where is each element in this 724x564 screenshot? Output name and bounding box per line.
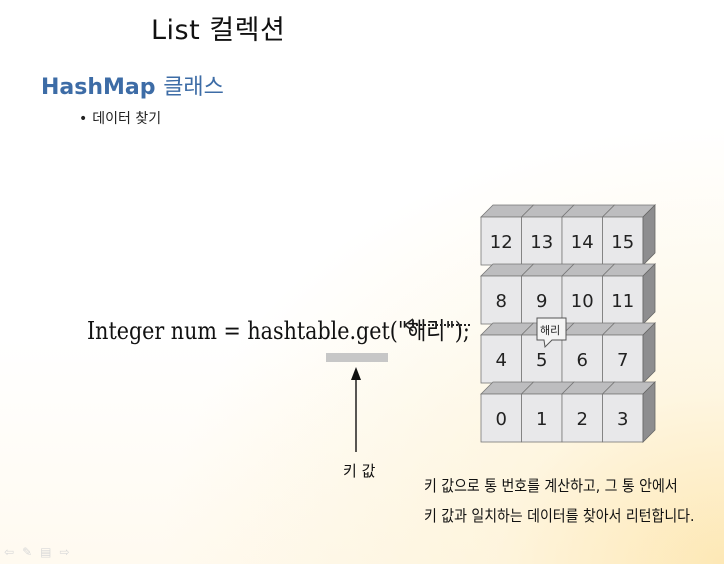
- bucket-number: 15: [611, 232, 634, 253]
- slides-icon[interactable]: ▤: [40, 545, 52, 559]
- bucket-cell: 8: [480, 263, 535, 325]
- bucket-number: 8: [496, 291, 507, 312]
- code-statement: Integer num = hashtable.get("해리");: [87, 317, 470, 345]
- bullet-dot-icon: •: [79, 111, 88, 127]
- bullet-text: 데이터 찾기: [92, 111, 162, 127]
- bullet-item: •데이터 찾기: [79, 108, 161, 128]
- bucket-cell: 7: [601, 322, 656, 384]
- bucket-cell: 11: [601, 263, 656, 325]
- bucket-cell: 10: [561, 263, 616, 325]
- bucket-cell: 4: [480, 322, 535, 384]
- bucket-cell: 12: [480, 204, 535, 266]
- bucket-number: 12: [490, 232, 513, 253]
- bucket-cell: 1: [520, 381, 575, 443]
- slide-title: List 컬렉션: [151, 15, 286, 46]
- bucket-cell: 15: [601, 204, 656, 266]
- pen-icon[interactable]: ✎: [22, 545, 33, 559]
- key-highlight-bar: [326, 353, 388, 362]
- key-arrow: [351, 367, 361, 452]
- caption-line-1: 키 값으로 통 번호를 계산하고, 그 통 안에서: [424, 477, 678, 495]
- bucket-number: 6: [577, 350, 588, 371]
- bucket-cell: 9: [520, 263, 575, 325]
- bucket-number: 2: [577, 409, 588, 430]
- bucket-cell: 3: [601, 381, 656, 443]
- bucket-number: 9: [536, 291, 547, 312]
- section-heading: HashMap 클래스: [41, 69, 224, 101]
- caption-line-2: 키 값과 일치하는 데이터를 찾아서 리턴합니다.: [424, 507, 695, 525]
- slide-nav: ⇦ ✎ ▤ ⇨: [4, 545, 70, 559]
- bucket-number: 7: [617, 350, 628, 371]
- bucket-number: 10: [571, 291, 594, 312]
- lookup-arrow: [403, 318, 470, 332]
- section-heading-class: HashMap: [41, 75, 156, 100]
- bucket-number: 1: [536, 409, 547, 430]
- key-label: 키 값: [343, 462, 376, 480]
- bucket-number: 13: [530, 232, 553, 253]
- bucket-number: 11: [611, 291, 634, 312]
- bucket-number: 14: [571, 232, 594, 253]
- bucket-number: 5: [536, 350, 547, 371]
- bucket-number: 0: [496, 409, 507, 430]
- arrow-left-icon[interactable]: ⇦: [4, 545, 15, 559]
- diagram-caption: 키 값으로 통 번호를 계산하고, 그 통 안에서 키 값과 일치하는 데이터를…: [424, 471, 695, 531]
- arrow-right-icon[interactable]: ⇨: [59, 545, 70, 559]
- section-heading-korean: 클래스: [163, 75, 224, 100]
- note-card-text: 해리: [540, 323, 560, 337]
- bucket-cell: 13: [520, 204, 575, 266]
- bucket-cell: 6: [561, 322, 616, 384]
- bucket-number: 4: [496, 350, 507, 371]
- bucket-number: 3: [617, 409, 628, 430]
- note-card: 해리: [536, 317, 567, 349]
